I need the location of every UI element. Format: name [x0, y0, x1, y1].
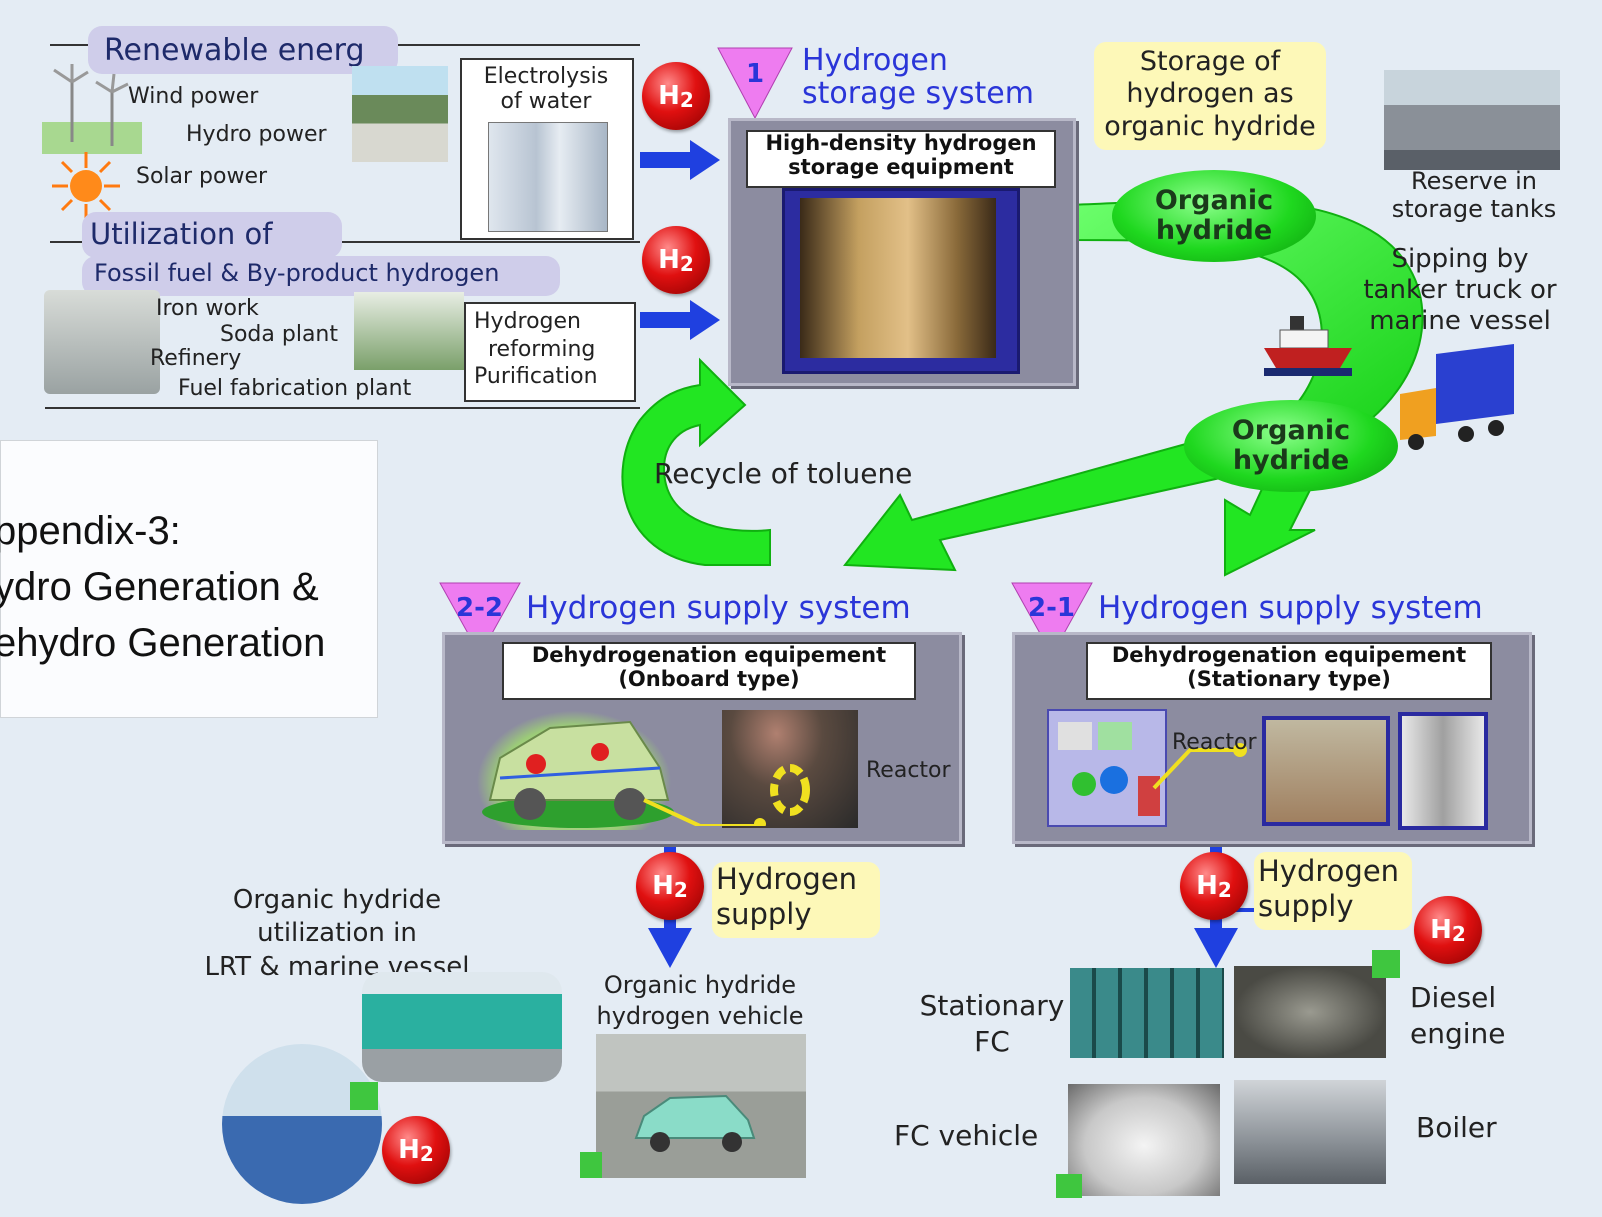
storage-tanks-photo: [1384, 70, 1560, 170]
green-arrow-recycle: [621, 357, 771, 566]
wind-turbine-icon: [42, 64, 142, 154]
blue-head-21: [1194, 928, 1238, 968]
marker-square: [1056, 1174, 1082, 1198]
utilization-label: [82, 212, 342, 258]
marker-square: [580, 1152, 602, 1178]
reforming-box: [464, 302, 636, 402]
renewable-label: [88, 26, 398, 74]
marker-square: [1372, 950, 1400, 978]
solar-power-label: Solar power: [136, 164, 268, 189]
stationary-reactor-pointer: [1152, 743, 1247, 790]
organic-hydride-oval-mid: Organic hydride: [1184, 400, 1398, 492]
fuel-fabrication-label: Fuel fabrication plant: [178, 376, 412, 401]
fossil-label: [82, 256, 560, 296]
electrolyzer-photo: [488, 122, 608, 232]
utilization-title: Utilization of: [90, 217, 273, 251]
stationary-reactor-photo-1: [1262, 716, 1390, 826]
iron-work-label: Iron work: [156, 296, 259, 321]
hydro-power-label: Hydro power: [186, 122, 327, 147]
onboard-car-icon: [482, 720, 674, 828]
storage-equipment-photo: [800, 198, 996, 358]
triangle-21: [1011, 582, 1093, 657]
supply-21-equipment-label: Dehydrogenation equipement (Stationary t…: [1086, 642, 1492, 700]
supply-21-number: 2-1: [1028, 593, 1075, 623]
supply-21-callout: [1254, 852, 1412, 930]
soda-plant-label: Soda plant: [220, 322, 338, 347]
stationary-fc-label: Stationary FC: [919, 989, 1065, 1058]
blue-arrow-renewable: [640, 140, 720, 180]
reforming-label: Hydrogen reforming Purification: [474, 309, 598, 389]
sun-icon: [52, 152, 120, 220]
green-arrow-to-22: [843, 438, 1222, 572]
marker-square: [350, 1082, 378, 1110]
supply-21-hydrogen-supply: Hydrogen supply: [1258, 854, 1400, 923]
triangle-22: [439, 582, 521, 657]
ship-icon: [1264, 316, 1352, 376]
supply-22-vehicle-label: Organic hydride hydrogen vehicle: [596, 971, 804, 1030]
truck-icon: [1400, 344, 1514, 450]
stationary-unit-icon: [1047, 709, 1167, 827]
supply-22-callout: [712, 862, 880, 938]
shipping-label: Sipping by tanker truck or marine vessel: [1363, 244, 1557, 337]
blue-arrow-fossil: [640, 300, 720, 340]
supply-21-title: Hydrogen supply system: [1098, 590, 1483, 626]
diesel-engine-label: Diesel engine: [1410, 981, 1506, 1050]
supply-22-utilization-label: Organic hydride utilization in LRT & mar…: [204, 885, 470, 982]
electrolysis-label: Electrolysis of water: [483, 64, 609, 115]
plant-photo: [354, 292, 464, 370]
hydride-vehicle-car-icon: [634, 1094, 756, 1152]
triangle-1: [717, 47, 793, 120]
storage-title: Hydrogen storage system: [802, 43, 1034, 111]
fossil-title: Fossil fuel & By-product hydrogen: [94, 259, 500, 287]
dam-photo: [352, 66, 448, 162]
stationary-reactor-label: Reactor: [1172, 730, 1257, 755]
storage-number: 1: [746, 59, 765, 89]
diesel-engine-photo: [1234, 966, 1386, 1058]
supply-22-title: Hydrogen supply system: [526, 590, 911, 626]
appendix-box: [0, 440, 378, 718]
appendix-line-3: ehydro Generation: [0, 621, 326, 665]
organic-hydride-oval-top: Organic hydride: [1112, 170, 1316, 262]
wind-power-label: Wind power: [128, 84, 259, 109]
fc-vehicle-photo: [1068, 1084, 1220, 1196]
blue-head-22: [648, 928, 692, 968]
supply-22-equipment-label: Dehydrogenation equipement (Onboard type…: [502, 642, 916, 700]
storage-equipment-label: High-density hydrogen storage equipment: [746, 130, 1056, 188]
recycle-label: Recycle of toluene: [654, 457, 913, 490]
boiler-photo: [1234, 1080, 1386, 1184]
fc-vehicle-label: FC vehicle: [894, 1119, 1039, 1152]
renewable-title: Renewable energ: [104, 33, 365, 68]
onboard-reactor-pointer: [643, 764, 810, 826]
appendix-line-2: ydro Generation &: [0, 565, 319, 609]
stationary-fc-photo: [1070, 968, 1224, 1058]
refinery-label: Refinery: [150, 346, 242, 371]
reserve-label: Reserve in storage tanks: [1391, 167, 1557, 223]
lrt-photo: [362, 972, 562, 1082]
supply-22-number: 2-2: [456, 593, 503, 623]
stationary-reactor-photo-2: [1398, 712, 1488, 830]
organic-callout: [1094, 42, 1326, 150]
appendix-line-1: ppendix-3:: [0, 509, 181, 553]
onboard-reactor-label: Reactor: [866, 758, 951, 783]
factory-photo: [44, 290, 160, 394]
organic-callout-text: Storage of hydrogen as organic hydride: [1104, 46, 1316, 142]
marine-vessel-photo: [222, 1044, 382, 1204]
boiler-label: Boiler: [1416, 1111, 1497, 1144]
supply-22-hydrogen-supply: Hydrogen supply: [716, 862, 858, 931]
